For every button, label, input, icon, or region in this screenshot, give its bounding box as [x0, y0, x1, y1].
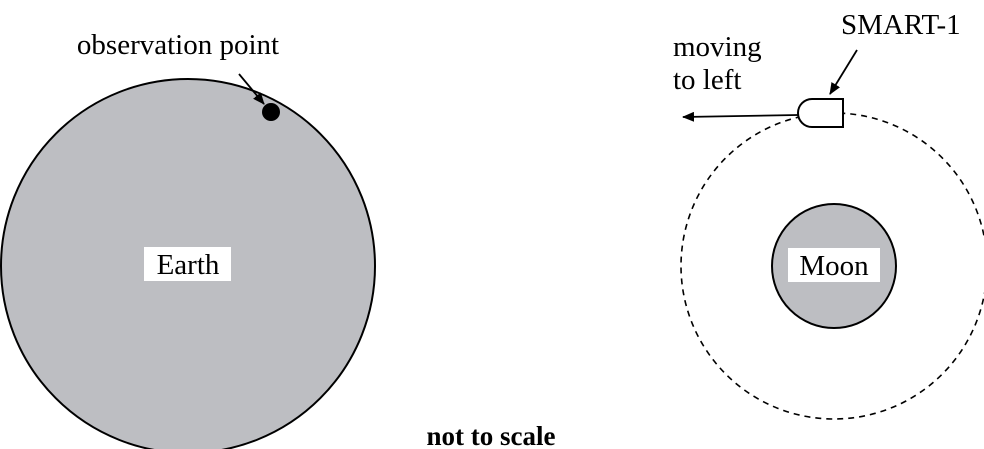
motion-label-line2: to left	[673, 64, 741, 96]
spacecraft-pointer	[830, 50, 857, 94]
observation-point-label: observation point	[77, 29, 279, 61]
motion-arrow	[683, 115, 798, 117]
spacecraft-label: SMART-1	[841, 9, 961, 41]
scale-note: not to scale	[427, 421, 556, 449]
motion-label-line1: moving	[673, 31, 762, 63]
spacecraft-icon	[798, 99, 843, 127]
observation-point-dot	[262, 103, 280, 121]
earth-label: Earth	[157, 249, 220, 281]
moon-label: Moon	[799, 250, 869, 282]
